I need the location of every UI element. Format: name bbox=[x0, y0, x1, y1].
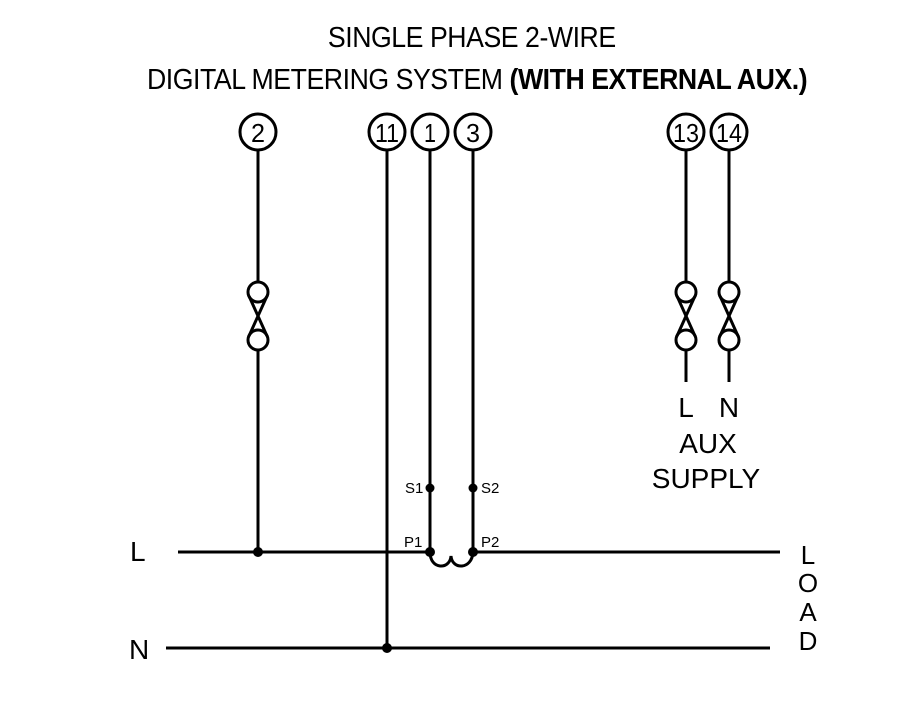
ct-s1-dot bbox=[425, 483, 435, 493]
terminal-3-circle bbox=[453, 112, 493, 152]
diagram-title-line2: DIGITAL METERING SYSTEM (WITH EXTERNAL A… bbox=[147, 64, 808, 97]
terminal-2-label: 2 bbox=[251, 118, 265, 148]
terminal-1-label: 1 bbox=[424, 118, 436, 148]
terminal-13-circle bbox=[666, 112, 706, 152]
ct-s2-dot bbox=[468, 483, 478, 493]
aux-n-label: N bbox=[719, 392, 739, 423]
fuse-icon bbox=[717, 280, 741, 352]
ct-p2-label: P2 bbox=[481, 534, 499, 551]
terminal-14-circle bbox=[709, 112, 749, 152]
ct-p1-dot bbox=[425, 547, 435, 557]
line-l-label: L bbox=[130, 536, 146, 567]
terminal-14-label: 14 bbox=[716, 118, 742, 148]
ct-loop bbox=[428, 551, 475, 568]
junction-dot bbox=[382, 643, 392, 653]
aux-label: AUX bbox=[679, 428, 737, 459]
fuse-icon bbox=[246, 280, 270, 352]
terminal-3-label: 3 bbox=[466, 118, 480, 148]
terminal-11-label: 11 bbox=[375, 118, 399, 148]
load-letter: A bbox=[799, 597, 817, 627]
title-bold: (WITH EXTERNAL AUX.) bbox=[509, 64, 808, 96]
ct-s2-label: S2 bbox=[481, 480, 499, 497]
terminal-13-label: 13 bbox=[673, 118, 699, 148]
neutral-n-label: N bbox=[129, 634, 149, 665]
junction-dot bbox=[253, 547, 263, 557]
terminal-2-circle bbox=[238, 112, 278, 152]
supply-label: SUPPLY bbox=[652, 463, 761, 494]
terminal-11-circle bbox=[367, 112, 407, 152]
aux-l-label: L bbox=[678, 392, 694, 423]
ct-p2-dot bbox=[468, 547, 478, 557]
load-letter: D bbox=[799, 626, 818, 656]
load-letter: L bbox=[801, 540, 815, 570]
terminal-1-circle bbox=[410, 112, 450, 152]
fuse-icon bbox=[674, 280, 698, 352]
ct-p1-label: P1 bbox=[404, 534, 422, 551]
title-regular: DIGITAL METERING SYSTEM bbox=[147, 64, 510, 96]
ct-s1-label: S1 bbox=[405, 480, 423, 497]
load-letter: O bbox=[798, 568, 818, 598]
diagram-title-line1: SINGLE PHASE 2-WIRE bbox=[327, 22, 616, 54]
